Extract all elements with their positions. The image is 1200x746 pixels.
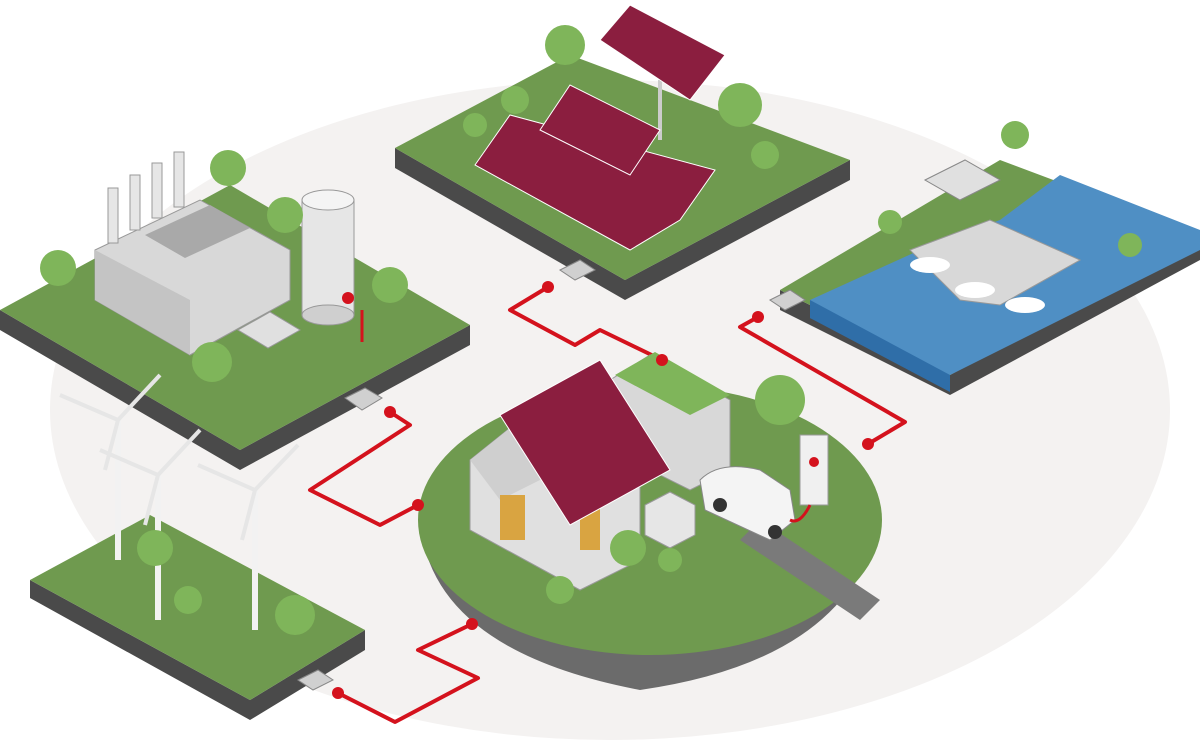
- heat-pump: [644, 491, 696, 549]
- cable-solar: [508, 285, 663, 362]
- connector-plant: [344, 387, 383, 411]
- connector-wind: [297, 669, 334, 691]
- dam-house: [923, 159, 1002, 201]
- connector-hydro: [769, 289, 806, 311]
- driveway: [740, 520, 880, 620]
- roof-solar-panels: [499, 359, 671, 526]
- cable-plant: [308, 410, 419, 527]
- solar-array-main: [474, 114, 716, 251]
- home-island: [412, 352, 882, 690]
- cable-wind: [337, 622, 480, 724]
- hydro-dam-platform: [752, 121, 1200, 395]
- solar-farm-platform: [395, 4, 850, 300]
- connector-solar: [559, 259, 596, 281]
- electric-car: [699, 466, 796, 541]
- dam: [909, 219, 1082, 306]
- wind-farm-platform: [30, 373, 365, 720]
- solar-array-top: [599, 4, 726, 101]
- cable-hydro: [738, 315, 907, 446]
- cables: [308, 285, 907, 724]
- power-plant-platform: [0, 150, 470, 470]
- charging-station: [799, 434, 829, 506]
